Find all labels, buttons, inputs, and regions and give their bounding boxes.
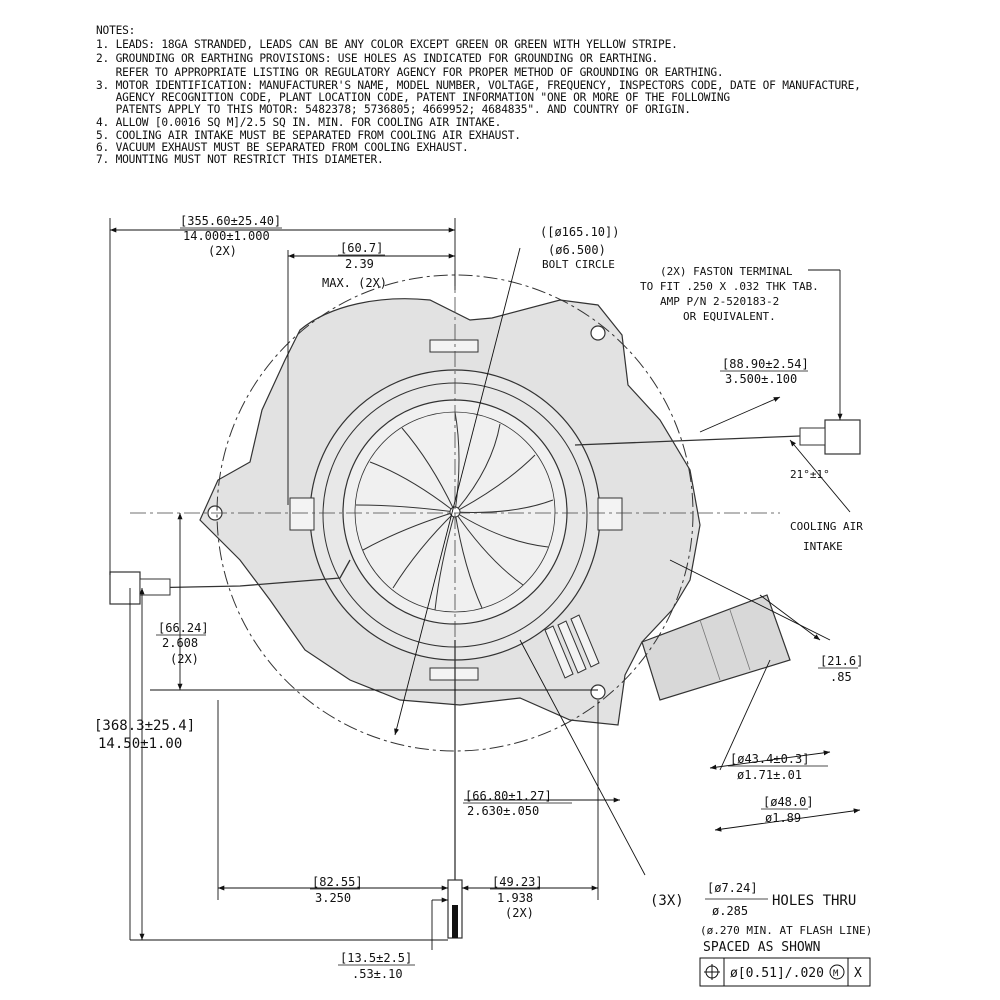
faston-terminal xyxy=(109,571,141,605)
motor-housing xyxy=(199,298,791,726)
cooling-label-1: COOLING AIR xyxy=(790,520,863,533)
note-line: 4. ALLOW [0.0016 SQ M]/2.5 SQ IN. MIN. F… xyxy=(96,116,502,129)
dim-bolt-in: (ø6.500) xyxy=(548,243,606,257)
dim-overall-width-qty: (2X) xyxy=(208,244,237,258)
note-line: PATENTS APPLY TO THIS MOTOR: 5482378; 57… xyxy=(96,103,691,116)
faston-note-3: AMP P/N 2-520183-2 xyxy=(660,295,779,308)
faston-terminal xyxy=(824,419,861,455)
dim-82-mm: [82.55] xyxy=(312,875,363,889)
dim-overall-width-mm: [355.60±25.40] xyxy=(180,214,281,228)
exhaust-port xyxy=(641,594,791,701)
dim-66-qty: (2X) xyxy=(170,652,199,666)
fcf-tolerance: ø[0.51]/.020 xyxy=(730,966,824,981)
dim-angle: 21°±1° xyxy=(790,468,830,481)
dim-terminal-in: 3.500±.100 xyxy=(725,372,797,386)
note-line: REFER TO APPROPRIATE LISTING OR REGULATO… xyxy=(96,66,724,79)
notes-block: NOTES: 1. LEADS: 18GA STRANDED, LEADS CA… xyxy=(96,24,861,166)
fcf-modifier: M xyxy=(833,969,839,979)
holes-text: HOLES THRU xyxy=(772,893,856,909)
dim-135-in: .53±.10 xyxy=(352,967,403,981)
dim-21-mm: [21.6] xyxy=(820,654,863,668)
dim-6680-mm: [66.80±1.27] xyxy=(465,789,552,803)
dim-max-note: MAX. (2X) xyxy=(322,276,387,290)
dim-368-mm: [368.3±25.4] xyxy=(94,718,195,734)
dim-48-mm: [ø48.0] xyxy=(763,795,814,809)
dim-368-in: 14.50±1.00 xyxy=(98,736,182,752)
note-line: 1. LEADS: 18GA STRANDED, LEADS CAN BE AN… xyxy=(96,38,678,51)
cooling-label-2: INTAKE xyxy=(803,540,843,553)
note-line: 5. COOLING AIR INTAKE MUST BE SEPARATED … xyxy=(96,129,521,142)
dim-49-mm: [49.23] xyxy=(492,875,543,889)
dim-bolt-note: BOLT CIRCLE xyxy=(542,258,615,271)
dim-max-mm: [60.7] xyxy=(340,241,383,255)
faston-note-4: OR EQUIVALENT. xyxy=(683,310,776,323)
dim-48-in: ø1.89 xyxy=(765,811,801,825)
mmc-modifier-icon xyxy=(829,964,845,980)
note-line: 2. GROUNDING OR EARTHING PROVISIONS: USE… xyxy=(96,52,659,65)
holes-note-1: (ø.270 MIN. AT FLASH LINE) xyxy=(700,924,872,937)
note-line: 3. MOTOR IDENTIFICATION: MANUFACTURER'S … xyxy=(96,79,861,92)
note-line: 7. MOUNTING MUST NOT RESTRICT THIS DIAME… xyxy=(96,153,384,166)
dim-max-in: 2.39 xyxy=(345,257,374,271)
dim-66-mm: [66.24] xyxy=(158,621,209,635)
mounting-hole xyxy=(590,684,606,700)
note-line: 6. VACUUM EXHAUST MUST BE SEPARATED FROM… xyxy=(96,141,469,154)
dim-6680-in: 2.630±.050 xyxy=(467,804,539,818)
dim-82-in: 3.250 xyxy=(315,891,351,905)
feature-control-frame: ø[0.51]/.020 M X xyxy=(699,957,871,987)
fcf-datum: X xyxy=(854,966,862,981)
dim-terminal-mm: [88.90±2.54] xyxy=(722,357,809,371)
dim-43-mm: [ø43.4±0.3] xyxy=(730,752,809,766)
holes-note-2: SPACED AS SHOWN xyxy=(703,940,820,955)
holes-qty: (3X) xyxy=(650,893,684,909)
dim-overall-width-in: 14.000±1.000 xyxy=(183,229,270,243)
faston-note-1: (2X) FASTON TERMINAL xyxy=(660,265,793,278)
fan-blades xyxy=(355,411,554,611)
note-line: AGENCY RECOGNITION CODE, PLANT LOCATION … xyxy=(96,91,731,104)
dim-135-mm: [13.5±2.5] xyxy=(340,951,412,965)
dim-21-in: .85 xyxy=(830,670,852,684)
holes-mm: [ø7.24] xyxy=(707,881,758,895)
cooling-fins xyxy=(544,614,600,679)
dim-49-qty: (2X) xyxy=(505,906,534,920)
mounting-hole xyxy=(590,325,606,341)
dim-49-in: 1.938 xyxy=(497,891,533,905)
dim-bolt-mm: ([ø165.10]) xyxy=(540,225,619,239)
holes-in: ø.285 xyxy=(712,904,748,918)
dim-43-in: ø1.71±.01 xyxy=(737,768,802,782)
faston-note-2: TO FIT .250 X .032 THK TAB. xyxy=(640,280,819,293)
notes-title: NOTES: xyxy=(96,24,136,37)
dim-66-in: 2.608 xyxy=(162,636,198,650)
